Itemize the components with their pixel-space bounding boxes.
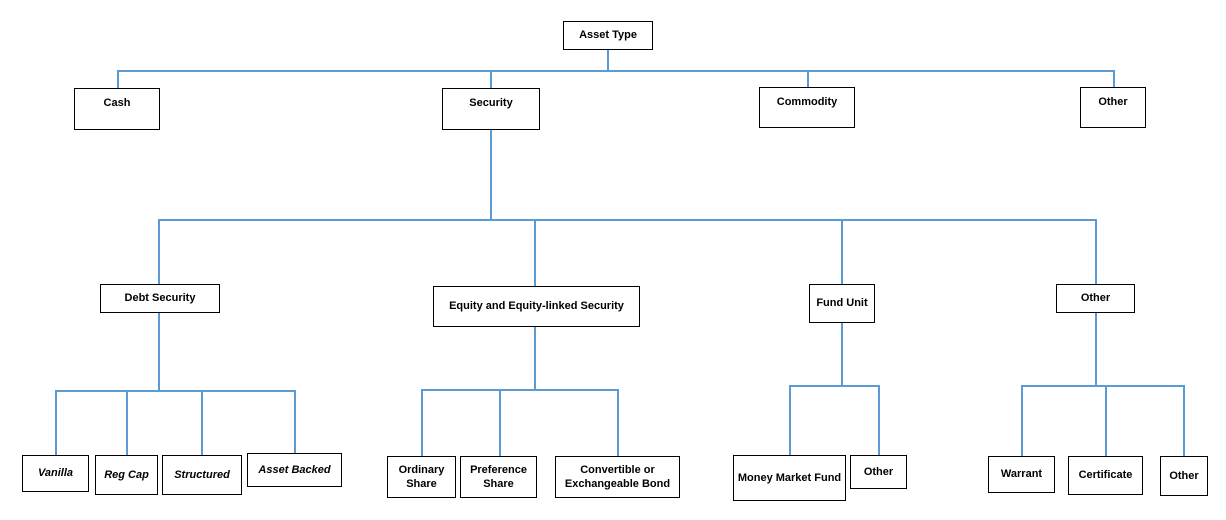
node-reg-cap: Reg Cap <box>95 455 158 495</box>
connector-drop-certificate <box>1105 385 1107 456</box>
connector-other-l3-stem <box>1095 313 1097 385</box>
node-other-level3: Other <box>1056 284 1135 313</box>
connector-drop-security <box>490 70 492 88</box>
node-preference-share: Preference Share <box>460 456 537 498</box>
node-other-level4: Other <box>1160 456 1208 496</box>
connector-drop-cash <box>117 70 119 88</box>
connector-drop-reg-cap <box>126 390 128 455</box>
node-equity-security: Equity and Equity-linked Security <box>433 286 640 327</box>
connector-level2-rail <box>117 70 1114 72</box>
node-warrant: Warrant <box>988 456 1055 493</box>
connector-drop-debt-security <box>158 219 160 284</box>
connector-drop-commodity <box>807 70 809 87</box>
connector-security-stem <box>490 130 492 219</box>
connector-drop-fund-unit <box>841 219 843 284</box>
node-money-market-fund: Money Market Fund <box>733 455 846 501</box>
node-vanilla: Vanilla <box>22 455 89 492</box>
connector-drop-vanilla <box>55 390 57 455</box>
connector-drop-other-l4 <box>1183 385 1185 456</box>
connector-level3-rail <box>158 219 1096 221</box>
connector-fund-stem <box>841 323 843 385</box>
node-other-level2: Other <box>1080 87 1146 128</box>
connector-drop-convertible <box>617 389 619 456</box>
connector-drop-ordinary-share <box>421 389 423 456</box>
node-debt-security: Debt Security <box>100 284 220 313</box>
connector-debt-rail <box>55 390 295 392</box>
connector-equity-stem <box>534 327 536 389</box>
node-asset-type: Asset Type <box>563 21 653 50</box>
connector-drop-preference-share <box>499 389 501 456</box>
node-certificate: Certificate <box>1068 456 1143 495</box>
node-fund-unit: Fund Unit <box>809 284 875 323</box>
node-structured: Structured <box>162 455 242 495</box>
node-commodity: Commodity <box>759 87 855 128</box>
connector-equity-rail <box>421 389 617 391</box>
connector-drop-structured <box>201 390 203 455</box>
connector-drop-other-l3 <box>1095 219 1097 284</box>
node-asset-backed: Asset Backed <box>247 453 342 487</box>
node-other-fund: Other <box>850 455 907 489</box>
connector-drop-warrant <box>1021 385 1023 456</box>
node-convertible-bond: Convertible or Exchangeable Bond <box>555 456 680 498</box>
connector-drop-money-market <box>789 385 791 455</box>
connector-fund-rail <box>789 385 879 387</box>
connector-debt-stem <box>158 313 160 390</box>
node-ordinary-share: Ordinary Share <box>387 456 456 498</box>
connector-root-stem <box>607 50 609 70</box>
connector-drop-other-fund <box>878 385 880 455</box>
node-cash: Cash <box>74 88 160 130</box>
connector-drop-equity <box>534 219 536 286</box>
node-security: Security <box>442 88 540 130</box>
connector-drop-other-l2 <box>1113 70 1115 87</box>
connector-drop-asset-backed <box>294 390 296 453</box>
connector-other-rail <box>1021 385 1184 387</box>
